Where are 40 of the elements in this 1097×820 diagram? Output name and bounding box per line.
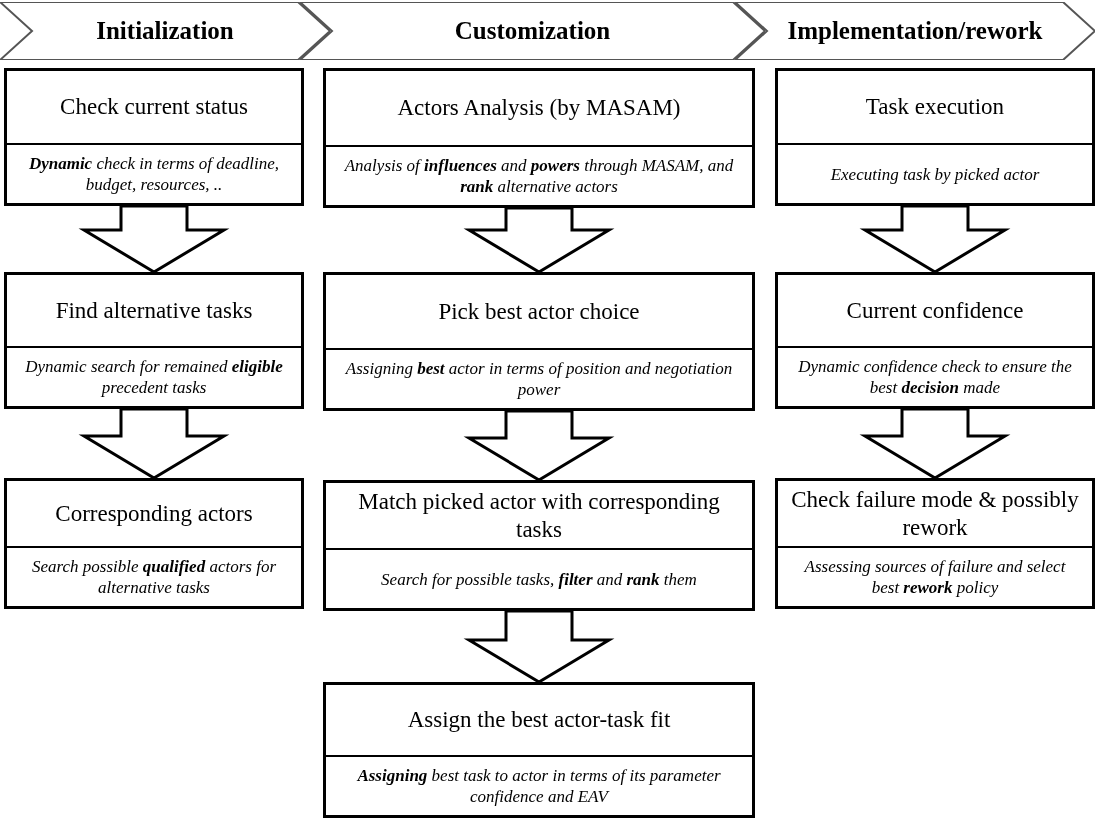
block-arrow bbox=[463, 409, 615, 482]
box-description: Executing task by picked actor bbox=[830, 163, 1040, 185]
process-box bbox=[323, 272, 755, 411]
box-description: Assigning best actor in terms of position and negotiation power bbox=[344, 358, 734, 400]
box-title: Current confidence bbox=[846, 296, 1024, 325]
box-title: Corresponding actors bbox=[55, 499, 253, 528]
box-description: Dynamic confidence check to ensure the best decision made bbox=[797, 356, 1073, 398]
process-box bbox=[775, 478, 1095, 609]
process-box bbox=[4, 272, 304, 409]
process-box bbox=[4, 478, 304, 609]
box-title: Check current status bbox=[60, 93, 248, 121]
stage-label: Initialization bbox=[96, 16, 234, 47]
box-description: Assigning best task to actor in terms of its parameter confidence and EAV bbox=[355, 765, 722, 807]
box-description: Dynamic check in terms of deadline, budget, resources, .. bbox=[27, 153, 281, 195]
box-description: Dynamic search for remained eligible precedent tasks bbox=[24, 356, 284, 398]
box-description: Analysis of influences and powers through MASAM, and rank alternative actors bbox=[343, 155, 735, 197]
block-arrow bbox=[463, 206, 615, 274]
block-arrow bbox=[859, 407, 1011, 480]
process-box bbox=[323, 480, 755, 611]
block-arrow bbox=[78, 204, 230, 274]
stage-label: Customization bbox=[454, 16, 611, 47]
box-title: Match picked actor with corresponding tasks bbox=[357, 487, 721, 544]
process-box bbox=[323, 682, 755, 818]
process-box bbox=[775, 68, 1095, 206]
box-title: Find alternative tasks bbox=[55, 296, 253, 325]
box-title: Actors Analysis (by MASAM) bbox=[397, 94, 681, 122]
stage-label: Implementation/rework bbox=[787, 16, 1043, 47]
box-description: Assessing sources of failure and select best rework policy bbox=[802, 556, 1067, 598]
process-box bbox=[323, 68, 755, 208]
process-box bbox=[775, 272, 1095, 409]
box-title: Check failure mode & possibly rework bbox=[790, 485, 1080, 542]
process-box bbox=[4, 68, 304, 206]
box-title: Task execution bbox=[865, 93, 1005, 121]
box-description: Search for possible tasks, filter and rank them bbox=[381, 568, 697, 590]
block-arrow bbox=[78, 407, 230, 480]
block-arrow bbox=[463, 609, 615, 684]
box-title: Pick best actor choice bbox=[438, 297, 640, 326]
box-title: Assign the best actor-task fit bbox=[407, 706, 671, 734]
block-arrow bbox=[859, 204, 1011, 274]
box-description: Search possible qualified actors for alternative tasks bbox=[31, 556, 277, 598]
